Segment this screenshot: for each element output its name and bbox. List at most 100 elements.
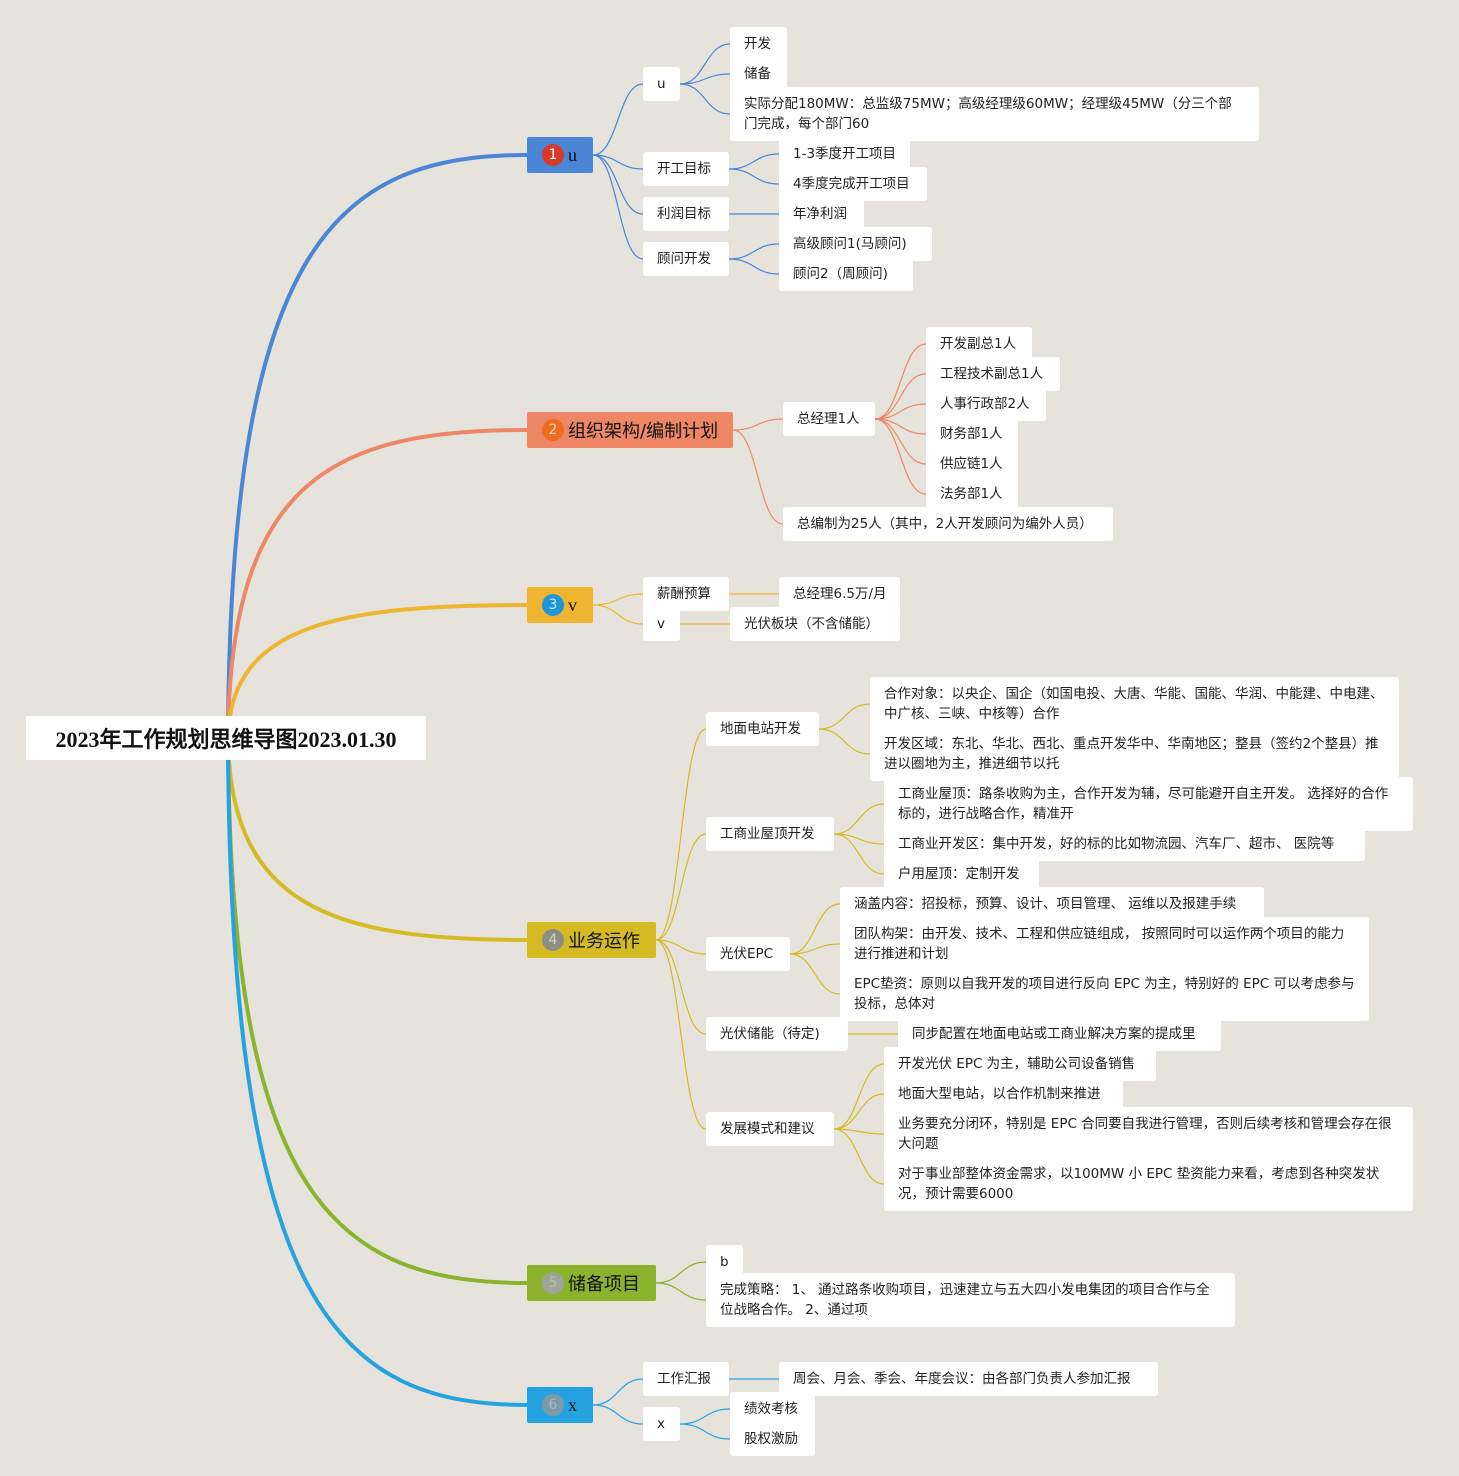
connector-7 xyxy=(592,154,644,215)
main-link-3 xyxy=(226,603,529,740)
node-1-1[interactable]: u xyxy=(643,67,680,101)
root-title[interactable]: 2023年工作规划思维导图2023.01.30 xyxy=(26,716,426,760)
node-6-2-1[interactable]: 绩效考核 xyxy=(730,1392,815,1426)
node-1-1-3[interactable]: 实际分配180MW：总监级75MW；高级经理级60MW；经理级45MW（分三个部… xyxy=(730,87,1259,141)
node-4-3-1[interactable]: 涵盖内容：招投标，预算、设计、项目管理、 运维以及报建手续 xyxy=(840,887,1264,921)
connector-43 xyxy=(655,1282,707,1301)
badge-4: 4 xyxy=(542,929,564,951)
connector-12 xyxy=(732,418,784,431)
connector-1 xyxy=(679,43,731,85)
connector-28 xyxy=(833,803,885,835)
node-4-2-3[interactable]: 户用屋顶：定制开发 xyxy=(884,857,1039,891)
node-2-2[interactable]: 总编制为25人（其中，2人开发顾问为编外人员） xyxy=(783,507,1113,541)
connector-40 xyxy=(833,1128,885,1135)
connector-32 xyxy=(789,903,841,955)
node-3-1[interactable]: 薪酬预算 xyxy=(643,577,729,611)
node-4-2[interactable]: 工商业屋顶开发 xyxy=(706,817,834,851)
node-2-1-6[interactable]: 法务部1人 xyxy=(926,477,1018,511)
node-4-2-1[interactable]: 工商业屋顶：路条收购为主，合作开发为辅，尽可能避开自主开发。 选择好的合作标的，… xyxy=(884,777,1413,831)
main-link-6 xyxy=(226,736,529,1407)
connector-0 xyxy=(592,83,644,156)
node-4-3[interactable]: 光伏EPC xyxy=(706,937,790,971)
node-3-2-1[interactable]: 光伏板块（不含储能） xyxy=(730,607,900,641)
connector-22 xyxy=(592,604,644,625)
node-5-2[interactable]: 完成策略： 1、 通过路条收购项目，迅速建立与五大四小发电集团的项目合作与全位战… xyxy=(706,1273,1235,1327)
node-2-1-3[interactable]: 人事行政部2人 xyxy=(926,387,1046,421)
node-3-1-1[interactable]: 总经理6.5万/月 xyxy=(779,577,900,611)
node-4-3-2[interactable]: 团队构架：由开发、技术、工程和供应链组成， 按照同时可以运作两个项目的能力进行推… xyxy=(840,917,1369,971)
connector-2 xyxy=(679,73,731,85)
node-4-2-2[interactable]: 工商业开发区：集中开发，好的标的比如物流园、汽车厂、超市、 医院等 xyxy=(884,827,1365,861)
node-1-3[interactable]: 利润目标 xyxy=(643,197,729,231)
node-6-1-1[interactable]: 周会、月会、季会、年度会议：由各部门负责人参加汇报 xyxy=(779,1362,1158,1396)
connector-16 xyxy=(874,418,927,435)
connector-15 xyxy=(874,403,927,420)
node-1-4-2[interactable]: 顾问2（周顾问) xyxy=(779,257,913,291)
branch-5-label: 储备项目 xyxy=(568,1274,640,1295)
connector-31 xyxy=(655,939,707,955)
connector-46 xyxy=(592,1404,644,1425)
node-1-4[interactable]: 顾问开发 xyxy=(643,242,729,276)
connector-13 xyxy=(874,343,927,420)
connector-9 xyxy=(592,154,644,260)
node-4-5-4[interactable]: 对于事业部整体资金需求，以100MW 小 EPC 垫资能力来看，考虑到各种突发状… xyxy=(884,1157,1413,1211)
branch-4[interactable]: 4 业务运作 xyxy=(527,922,656,958)
connector-39 xyxy=(833,1093,885,1130)
connector-17 xyxy=(874,418,927,465)
main-link-1 xyxy=(226,153,529,740)
node-2-1[interactable]: 总经理1人 xyxy=(783,402,875,436)
connector-41 xyxy=(833,1128,885,1185)
node-1-2-2[interactable]: 4季度完成开工项目 xyxy=(779,167,927,201)
branch-3-label: v xyxy=(568,594,577,615)
node-4-1-1[interactable]: 合作对象：以央企、国企（如国电投、大唐、华能、国能、华润、中能建、中电建、中广核… xyxy=(870,677,1399,731)
node-1-4-1[interactable]: 高级顾问1(马顾问) xyxy=(779,227,932,261)
node-3-2[interactable]: v xyxy=(643,607,680,641)
branch-2[interactable]: 2 组织架构/编制计划 xyxy=(527,412,733,448)
connector-20 xyxy=(592,593,644,606)
node-1-2[interactable]: 开工目标 xyxy=(643,152,729,186)
badge-5: 5 xyxy=(542,1272,564,1294)
branch-3[interactable]: 3 v xyxy=(527,587,593,623)
badge-6: 6 xyxy=(542,1394,564,1416)
connector-34 xyxy=(789,953,841,995)
node-4-4[interactable]: 光伏储能（待定) xyxy=(706,1017,848,1051)
connector-35 xyxy=(655,939,707,1035)
node-1-1-2[interactable]: 储备 xyxy=(730,57,787,91)
connector-38 xyxy=(833,1063,885,1130)
connector-27 xyxy=(655,833,707,941)
main-link-2 xyxy=(226,428,529,740)
branch-1[interactable]: 1 u xyxy=(527,137,593,173)
node-6-2-2[interactable]: 股权激励 xyxy=(730,1422,815,1456)
node-4-1[interactable]: 地面电站开发 xyxy=(706,712,819,746)
node-4-5-3[interactable]: 业务要充分闭环，特别是 EPC 合同要自我进行管理，否则后续考核和管理会存在很大… xyxy=(884,1107,1413,1161)
node-6-1[interactable]: 工作汇报 xyxy=(643,1362,729,1396)
connector-19 xyxy=(732,429,784,525)
node-2-1-1[interactable]: 开发副总1人 xyxy=(926,327,1032,361)
badge-3: 3 xyxy=(542,594,564,616)
node-4-4-1[interactable]: 同步配置在地面电站或工商业解决方案的提成里 xyxy=(898,1017,1221,1051)
node-1-3-1[interactable]: 年净利润 xyxy=(779,197,864,231)
node-2-1-2[interactable]: 工程技术副总1人 xyxy=(926,357,1060,391)
node-4-5-2[interactable]: 地面大型电站，以合作机制来推进 xyxy=(884,1077,1123,1111)
node-2-1-5[interactable]: 供应链1人 xyxy=(926,447,1018,481)
node-6-2[interactable]: x xyxy=(643,1407,680,1441)
connector-42 xyxy=(655,1261,707,1284)
connector-3 xyxy=(679,83,731,115)
connector-48 xyxy=(679,1423,731,1440)
connector-10 xyxy=(728,243,780,260)
branch-2-label: 组织架构/编制计划 xyxy=(568,421,719,442)
node-1-1-1[interactable]: 开发 xyxy=(730,27,787,61)
node-1-2-1[interactable]: 1-3季度开工项目 xyxy=(779,137,910,171)
node-4-5-1[interactable]: 开发光伏 EPC 为主，辅助公司设备销售 xyxy=(884,1047,1156,1081)
branch-6[interactable]: 6 x xyxy=(527,1387,593,1423)
node-4-5[interactable]: 发展模式和建议 xyxy=(706,1112,834,1146)
connector-11 xyxy=(728,258,780,275)
connector-24 xyxy=(655,728,707,941)
badge-2: 2 xyxy=(542,419,564,441)
connector-37 xyxy=(655,939,707,1130)
branch-5[interactable]: 5 储备项目 xyxy=(527,1265,656,1301)
node-4-1-2[interactable]: 开发区域：东北、华北、西北、重点开发华中、华南地区；整县（签约2个整县）推进以圈… xyxy=(870,727,1399,781)
connector-4 xyxy=(592,154,644,170)
node-2-1-4[interactable]: 财务部1人 xyxy=(926,417,1018,451)
node-4-3-3[interactable]: EPC垫资：原则以自我开发的项目进行反向 EPC 为主，特别好的 EPC 可以考… xyxy=(840,967,1369,1021)
